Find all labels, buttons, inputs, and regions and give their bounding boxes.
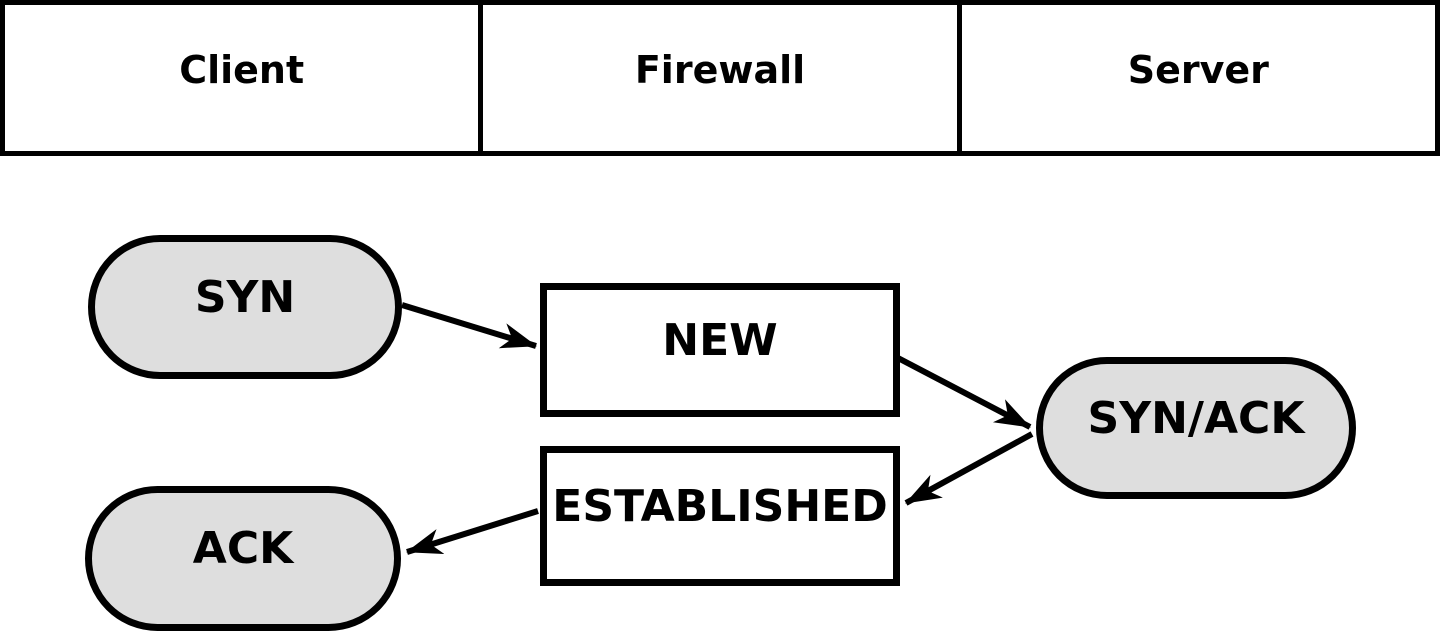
lane-header-client-label: Client: [179, 48, 305, 92]
node-syn: SYN: [88, 235, 402, 379]
lane-header-server-label: Server: [1127, 48, 1269, 92]
node-syn-ack-label: SYN/ACK: [1087, 392, 1305, 444]
node-ack: ACK: [85, 486, 401, 631]
arrow-established-to-ack: [406, 508, 539, 555]
node-established: ESTABLISHED: [540, 446, 900, 586]
node-ack-label: ACK: [192, 523, 294, 574]
lane-header-firewall-label: Firewall: [634, 48, 806, 92]
node-syn-label: SYN: [194, 271, 296, 323]
arrow-new-to-synack: [896, 355, 1032, 430]
node-new: NEW: [540, 283, 900, 417]
node-syn-ack: SYN/ACK: [1036, 357, 1356, 499]
lane-header-server: Server: [956, 0, 1440, 156]
node-new-label: NEW: [662, 314, 778, 366]
lane-header-client: Client: [0, 0, 484, 156]
arrow-syn-to-new: [401, 302, 537, 349]
arrow-synack-to-established: [904, 431, 1034, 506]
node-established-label: ESTABLISHED: [552, 480, 888, 532]
lane-header-firewall: Firewall: [478, 0, 962, 156]
lane-header-row: Client Firewall Server: [0, 0, 1440, 156]
